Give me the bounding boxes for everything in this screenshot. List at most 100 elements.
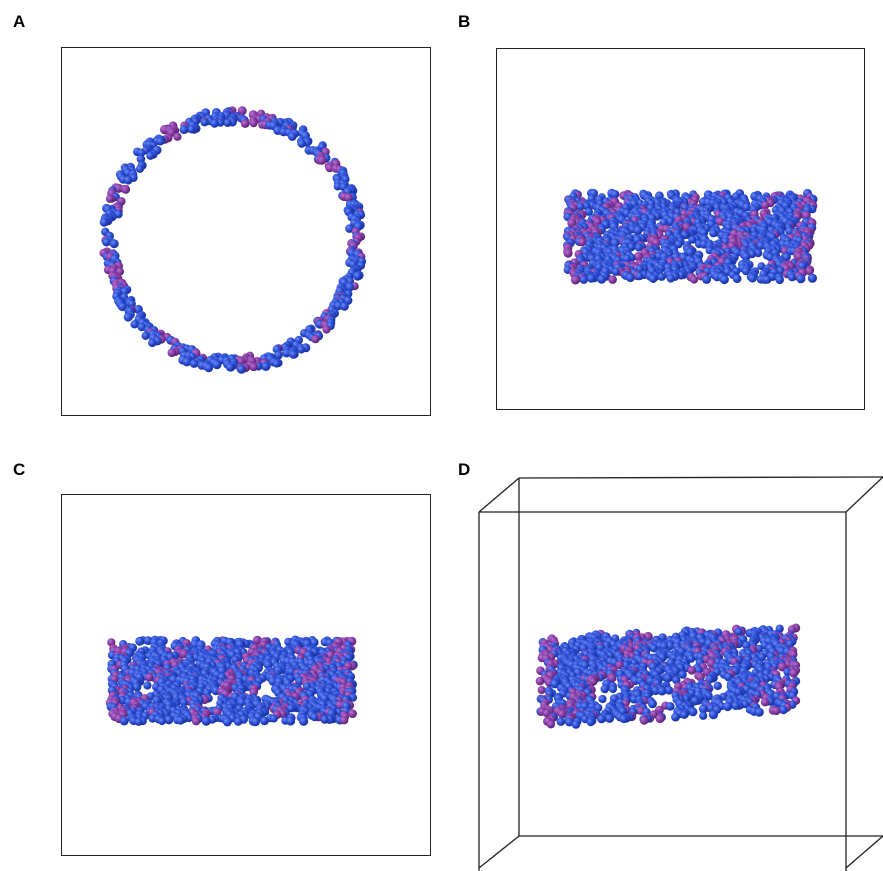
bead-primary <box>117 302 127 312</box>
bead-primary <box>608 684 618 694</box>
bead-primary <box>709 229 718 238</box>
bead-secondary <box>236 356 246 366</box>
bead-secondary <box>537 686 546 694</box>
bead-primary <box>272 359 281 368</box>
bead-primary <box>663 673 673 683</box>
bead-secondary <box>121 185 131 194</box>
bead-secondary <box>639 715 649 725</box>
bead-primary <box>137 148 146 157</box>
bead-primary <box>586 718 595 727</box>
bead-primary <box>713 681 722 691</box>
bead-secondary <box>317 155 327 165</box>
bead-secondary <box>567 218 577 228</box>
bead-primary <box>287 132 297 141</box>
bead-primary <box>123 175 133 185</box>
bead-primary <box>179 125 189 134</box>
bead-primary <box>130 320 139 329</box>
bead-primary <box>156 137 165 146</box>
bead-primary <box>200 118 209 127</box>
bead-primary <box>666 702 675 711</box>
bead-primary <box>352 271 363 281</box>
bead-primary <box>297 345 306 354</box>
bead-primary <box>261 361 271 371</box>
bead-primary <box>204 363 214 373</box>
bead-primary <box>754 707 764 717</box>
bead-primary <box>619 714 628 724</box>
bead-secondary <box>760 697 770 707</box>
bead-secondary <box>173 132 182 141</box>
bead-primary <box>671 712 680 722</box>
bead-primary <box>688 707 698 717</box>
bead-primary <box>236 364 247 374</box>
box-edge <box>845 476 883 513</box>
bead-secondary <box>249 362 258 372</box>
bead-primary <box>678 670 687 679</box>
bead-primary <box>708 710 719 720</box>
bead-primary <box>274 350 283 360</box>
box-edge <box>478 835 520 869</box>
bead-secondary <box>240 119 250 128</box>
bead-primary <box>633 225 643 235</box>
bead-primary <box>99 217 109 227</box>
bead-primary <box>289 350 298 359</box>
bead-secondary <box>655 714 665 724</box>
bead-primary <box>556 717 566 726</box>
bead-secondary <box>772 706 781 716</box>
bead-primary <box>120 287 129 296</box>
bead-primary <box>571 720 581 729</box>
bead-primary <box>345 282 355 292</box>
box-edge <box>478 477 520 513</box>
bead-primary <box>610 190 620 199</box>
panel-label-a: A <box>13 12 26 31</box>
bead-primary <box>598 694 607 704</box>
bead-primary <box>123 312 133 322</box>
bead-secondary <box>105 194 115 203</box>
panel-a-box <box>61 47 431 416</box>
bead-primary <box>225 362 235 372</box>
bead-primary <box>146 151 155 160</box>
panel-b-box <box>496 48 865 410</box>
bead-secondary <box>761 201 770 210</box>
bead-primary <box>148 338 157 348</box>
bead-secondary <box>249 119 258 128</box>
bead-secondary <box>115 267 124 276</box>
box-edge <box>845 835 883 869</box>
bead-secondary <box>237 106 247 116</box>
bead-primary <box>135 164 144 173</box>
bead-primary <box>742 202 751 212</box>
bead-primary <box>699 711 708 720</box>
bead-primary <box>297 139 307 148</box>
bead-secondary <box>789 668 799 678</box>
bead-primary <box>187 125 196 134</box>
bead-primary <box>127 299 136 308</box>
bead-primary <box>657 686 667 696</box>
bead-secondary <box>311 334 320 344</box>
bead-secondary <box>535 676 545 686</box>
bead-secondary <box>687 666 696 675</box>
bead-primary <box>600 684 610 694</box>
bead-primary <box>182 357 192 367</box>
bead-primary <box>210 118 220 128</box>
bead-primary <box>223 118 232 128</box>
bead-primary <box>584 207 594 216</box>
bead-primary <box>141 331 150 340</box>
bead-secondary <box>325 163 335 173</box>
bead-primary <box>648 699 657 709</box>
bead-primary <box>576 202 585 211</box>
bead-primary <box>605 713 615 723</box>
bead-primary <box>102 237 111 247</box>
bead-primary <box>137 322 146 332</box>
bead-primary <box>723 701 733 712</box>
bead-primary <box>189 359 199 368</box>
bead-primary <box>109 239 119 249</box>
bead-primary <box>597 714 606 724</box>
panel-label-b: B <box>458 12 471 31</box>
bead-primary <box>731 701 740 710</box>
bead-primary <box>340 302 349 311</box>
bead-secondary <box>546 720 556 729</box>
bead-primary <box>212 360 222 370</box>
bead-secondary <box>322 325 331 334</box>
